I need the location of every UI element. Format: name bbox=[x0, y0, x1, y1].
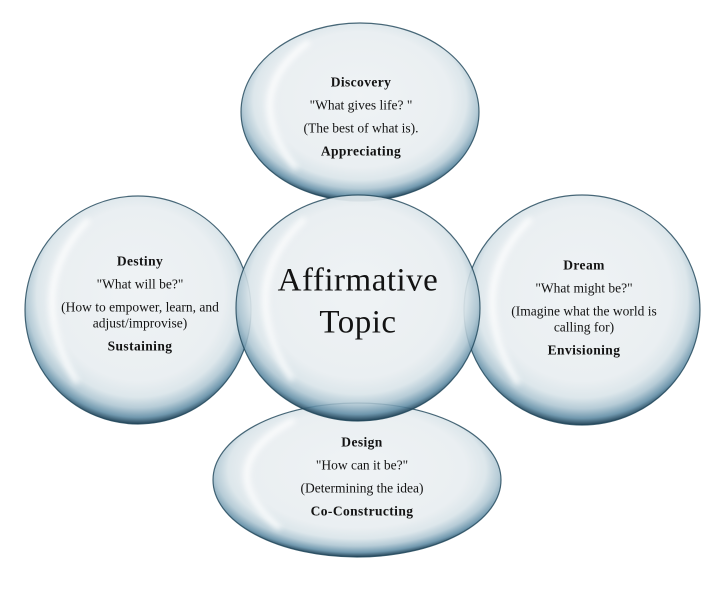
discovery-text-block: Discovery "What gives life? " (The best … bbox=[261, 75, 461, 160]
bubble-phase: Appreciating bbox=[320, 143, 402, 159]
gloss-highlight bbox=[489, 217, 532, 385]
affirmative-topic-bubble-shape bbox=[235, 194, 481, 422]
bubble-question: "What will be?" bbox=[96, 276, 184, 292]
bubble-question: "What gives life? " bbox=[309, 97, 413, 113]
affirmative-topic-label: Affirmative Topic bbox=[277, 262, 439, 340]
gloss-highlight bbox=[266, 40, 310, 170]
dream-text-block: Dream "What might be?" (Imagine what the… bbox=[492, 258, 677, 359]
discovery-bubble bbox=[240, 22, 480, 202]
bubble-detail: (How to empower, learn, and adjust/impro… bbox=[61, 299, 219, 331]
bubble-title: Destiny bbox=[116, 253, 164, 269]
bubble-phase: Co-Constructing bbox=[310, 503, 414, 519]
bubble-phase: Envisioning bbox=[547, 342, 621, 358]
gloss-highlight bbox=[243, 418, 295, 530]
bubble-detail: (Imagine what the world is calling for) bbox=[511, 303, 657, 335]
bubble-detail: (The best of what is). bbox=[303, 120, 419, 136]
design-text-block: Design "How can it be?" (Determining the… bbox=[252, 435, 472, 520]
affirmative-topic-bubble bbox=[235, 194, 481, 422]
bubble-phase: Sustaining bbox=[107, 338, 173, 354]
gloss-highlight bbox=[262, 217, 306, 381]
design-bubble bbox=[212, 402, 502, 558]
bubble-detail: (Determining the idea) bbox=[300, 480, 424, 496]
bubble-title: Dream bbox=[563, 257, 605, 273]
bubble-title: Discovery bbox=[330, 74, 392, 90]
bubble-question: "What might be?" bbox=[535, 280, 633, 296]
bubble-question: "How can it be?" bbox=[315, 457, 409, 473]
bubble-title: Design bbox=[341, 434, 383, 450]
destiny-text-block: Destiny "What will be?" (How to empower,… bbox=[45, 254, 235, 355]
gloss-highlight bbox=[49, 218, 90, 384]
